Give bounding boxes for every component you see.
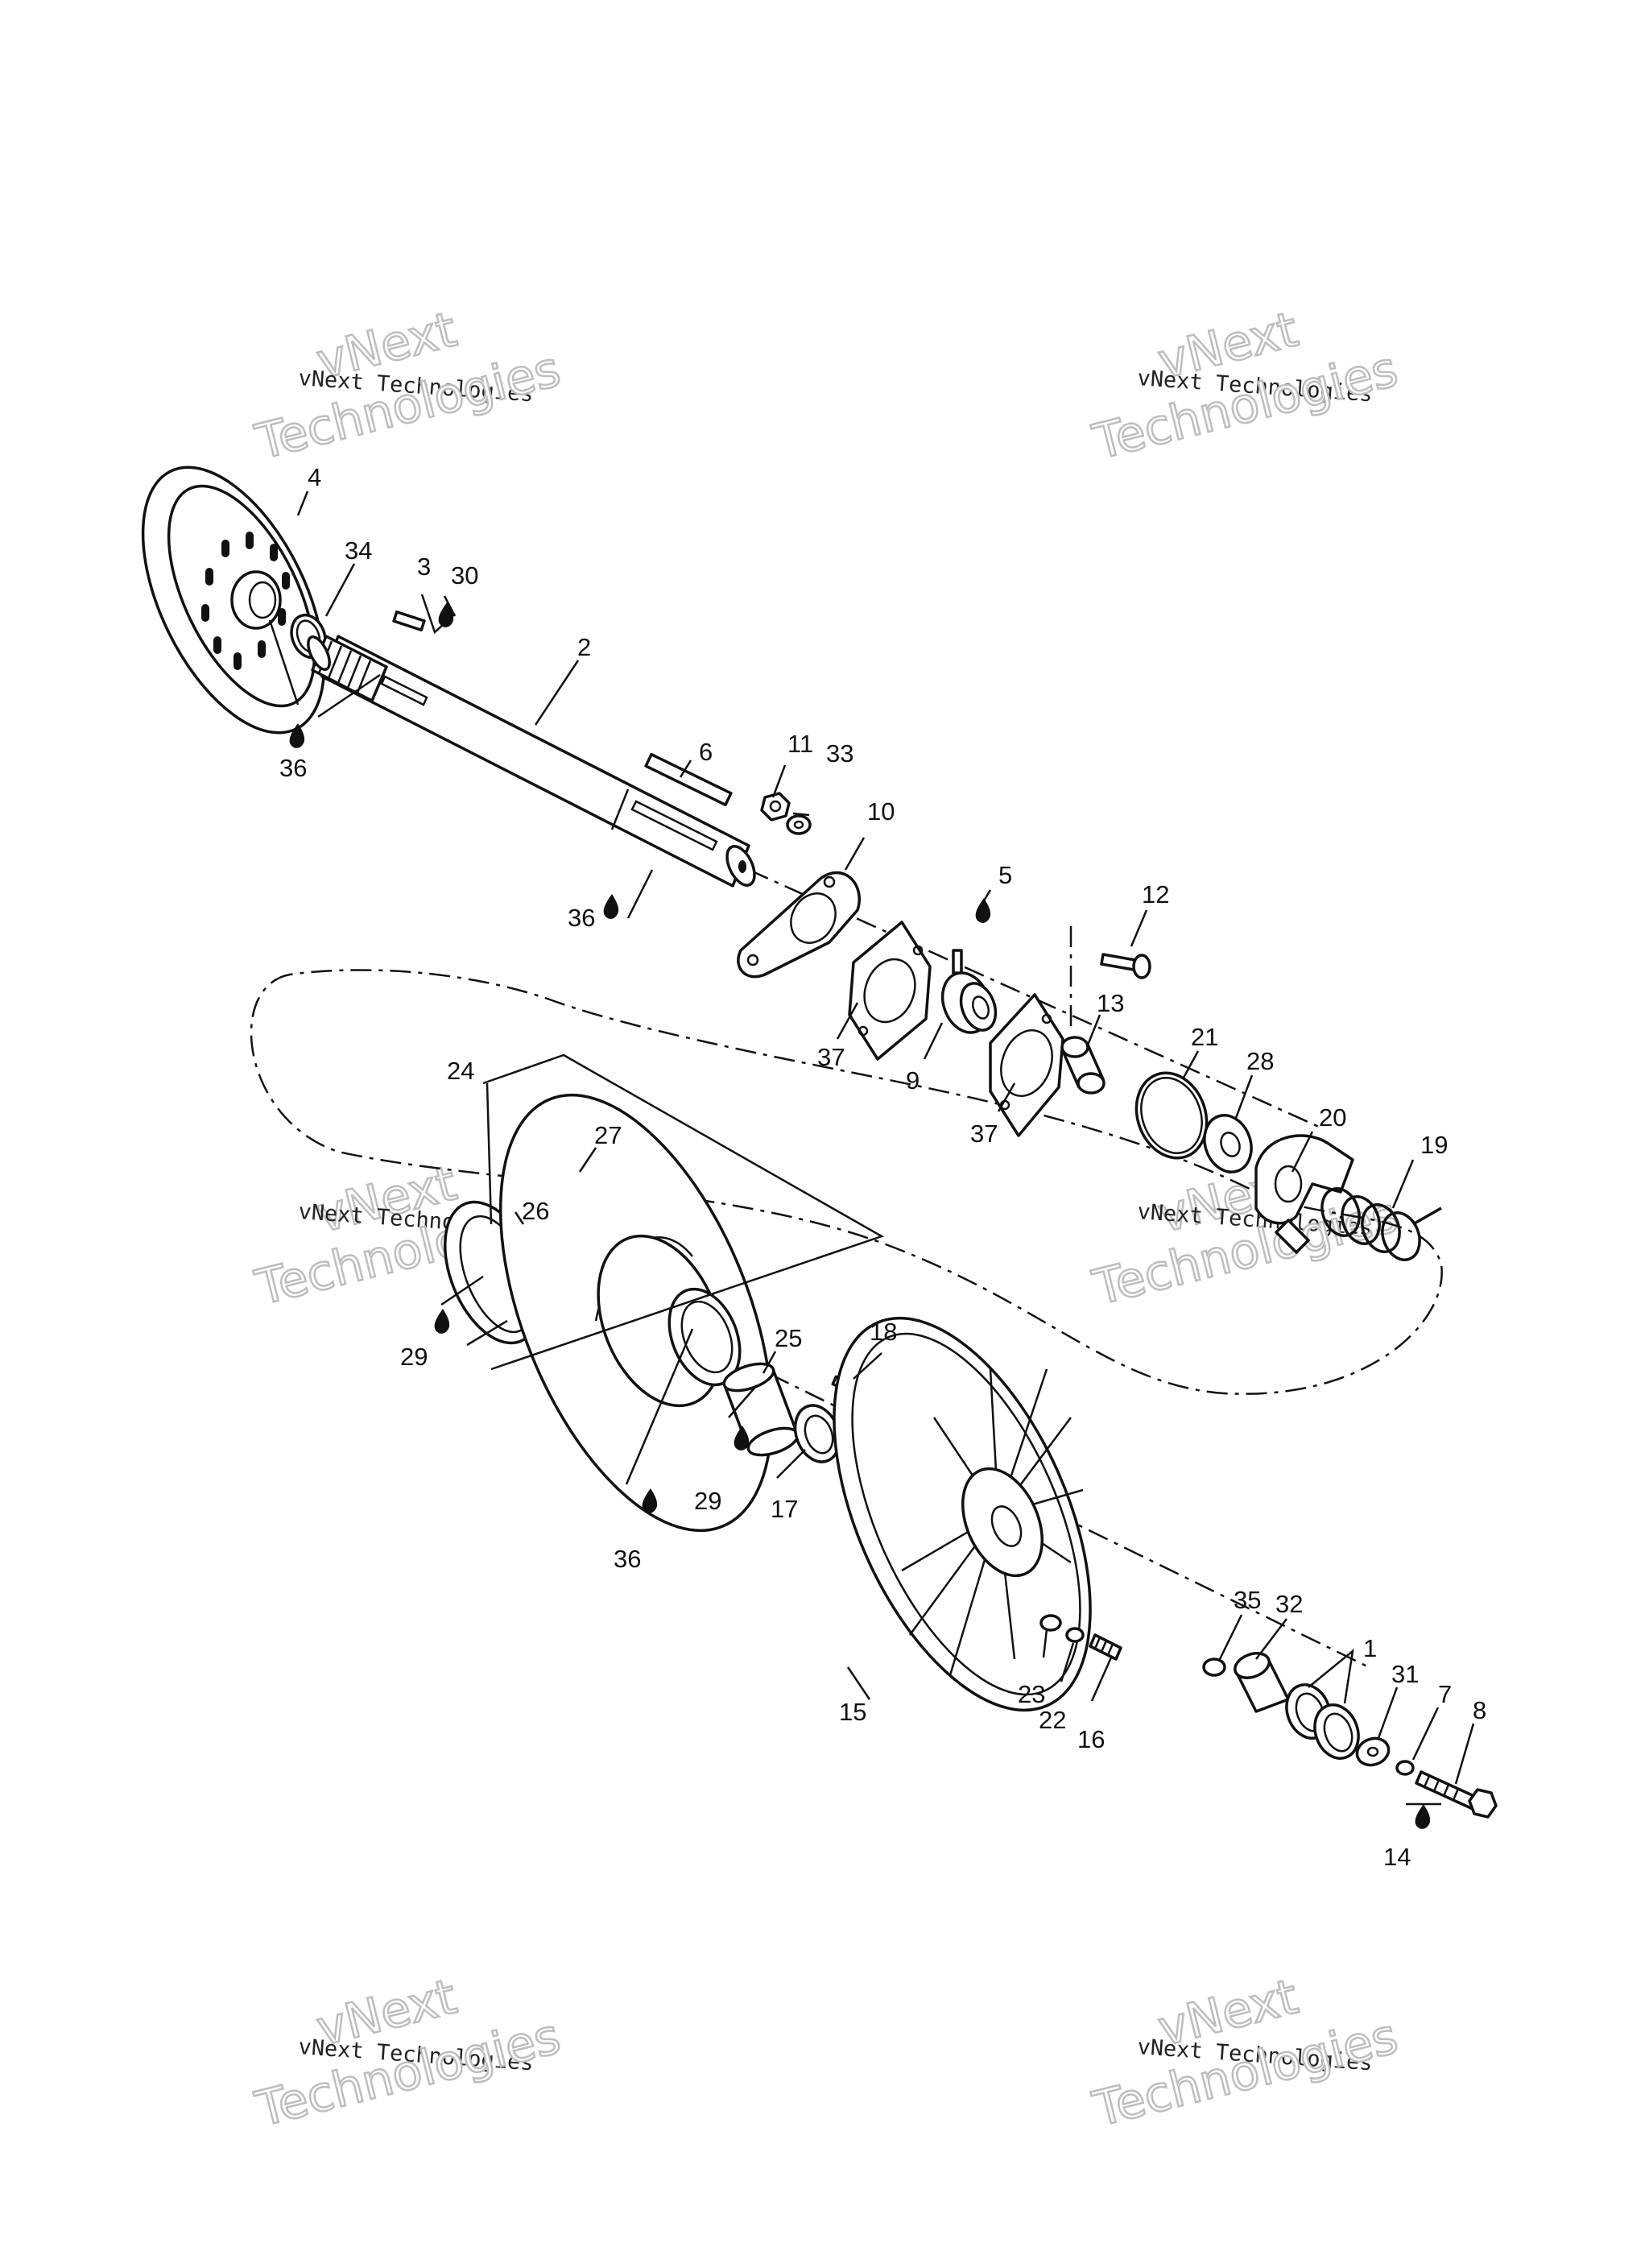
- part-15-spider-sheave: [833, 1316, 1092, 1712]
- watermark-1: vNext vNext Technologies Technologies: [249, 300, 566, 472]
- watermark-5: vNext vNext Technologies Technologies: [249, 1968, 566, 2139]
- part-33-washer-hole: [793, 820, 804, 830]
- callout-19: 19: [1420, 1131, 1448, 1159]
- callout-3: 3: [417, 553, 431, 581]
- oil-drop-icon: [289, 602, 1431, 1829]
- part-16-set-screw: [1089, 1633, 1122, 1661]
- callout-16: 16: [1077, 1725, 1105, 1753]
- callout-12: 12: [1142, 880, 1169, 908]
- part-33-washer: [786, 814, 812, 835]
- callout-24: 24: [447, 1057, 474, 1085]
- callout-36-top: 36: [279, 754, 307, 782]
- callout-11: 11: [787, 730, 813, 758]
- callout-34: 34: [345, 536, 372, 565]
- part-9-bearing: [940, 971, 998, 1034]
- part-31-washer: [1355, 1736, 1391, 1767]
- upper-axis-line: [748, 868, 1321, 1129]
- callout-23: 23: [1018, 1680, 1045, 1708]
- part-7-washer: [1395, 1760, 1415, 1776]
- part-13-bushing: [1060, 1036, 1106, 1095]
- part-3-key: [392, 610, 426, 632]
- callout-6: 6: [699, 738, 713, 766]
- part-24-movable-sheave: [498, 1093, 774, 1533]
- callout-26: 26: [522, 1197, 549, 1225]
- callout-29-mid: 29: [694, 1487, 721, 1515]
- callout-18: 18: [870, 1318, 897, 1346]
- part-4-fixed-sheave: [141, 466, 326, 735]
- part-8-bolt: [1415, 1770, 1498, 1819]
- watermark-2: vNext vNext Technologies Technologies: [1086, 300, 1403, 472]
- callout-4: 4: [308, 463, 321, 491]
- callout-25: 25: [775, 1324, 802, 1352]
- part-21-retaining-ring: [1134, 1071, 1209, 1160]
- callout-15: 15: [839, 1698, 866, 1726]
- part-23-washer: [1039, 1614, 1062, 1632]
- part-28-washer: [1203, 1114, 1253, 1173]
- callout-2: 2: [577, 633, 591, 661]
- callout-37-right: 37: [970, 1120, 998, 1148]
- part-22-lock-washer: [1065, 1627, 1085, 1643]
- part-20-cam: [1254, 1134, 1354, 1254]
- callout-22: 22: [1039, 1706, 1066, 1734]
- part-10-plate: [737, 871, 861, 979]
- callout-32: 32: [1275, 1590, 1303, 1618]
- callout-1: 1: [1363, 1634, 1377, 1662]
- callout-9: 9: [906, 1066, 920, 1095]
- assembly-loop-outline: [250, 969, 1443, 1395]
- callout-8: 8: [1473, 1696, 1486, 1724]
- callout-17: 17: [771, 1495, 798, 1523]
- callout-13: 13: [1097, 989, 1124, 1017]
- part-37-flange-b: [989, 993, 1064, 1137]
- watermark-4: vNext vNext Technologies Technologies: [1086, 1154, 1403, 1318]
- part-2-shaft: [307, 635, 756, 888]
- callout-31: 31: [1391, 1660, 1419, 1688]
- callout-20: 20: [1319, 1103, 1346, 1132]
- part-28-washer-hole: [1220, 1132, 1241, 1157]
- part-17-washer-hole: [804, 1414, 834, 1455]
- part-19-spring: [1320, 1187, 1442, 1261]
- part-37-flange-a: [848, 921, 932, 1061]
- part-11-nut: [760, 792, 791, 822]
- part-21-retaining-ring-inner: [1140, 1076, 1203, 1155]
- part-32-spacer: [1234, 1652, 1290, 1713]
- callout-37-left: 37: [817, 1043, 845, 1071]
- callout-5: 5: [998, 861, 1012, 889]
- callout-36-mid: 36: [568, 904, 595, 932]
- callout-33: 33: [826, 739, 853, 768]
- callout-30: 30: [451, 561, 478, 590]
- part-1-shim-b-hole: [1323, 1712, 1354, 1753]
- part-12-bolt: [1100, 953, 1151, 979]
- part-6-key: [644, 752, 733, 807]
- part-35-washer: [1202, 1658, 1226, 1677]
- callout-labels: 4 34 3 30 2 36 6 11 33 10 36 5 12 37 9 1…: [279, 463, 1486, 1871]
- callout-21: 21: [1191, 1023, 1218, 1051]
- callout-36-bottom: 36: [614, 1545, 641, 1573]
- callout-14: 14: [1383, 1843, 1411, 1871]
- watermark-6: vNext vNext Technologies Technologies: [1086, 1968, 1403, 2139]
- callout-27: 27: [594, 1121, 622, 1149]
- part-31-washer-hole: [1366, 1746, 1379, 1757]
- part-5-grease-fitting: [952, 949, 963, 975]
- callout-35: 35: [1234, 1586, 1261, 1614]
- callout-28: 28: [1246, 1047, 1274, 1075]
- callout-29-left: 29: [400, 1343, 428, 1371]
- callout-7: 7: [1438, 1680, 1452, 1708]
- callout-10: 10: [867, 797, 895, 826]
